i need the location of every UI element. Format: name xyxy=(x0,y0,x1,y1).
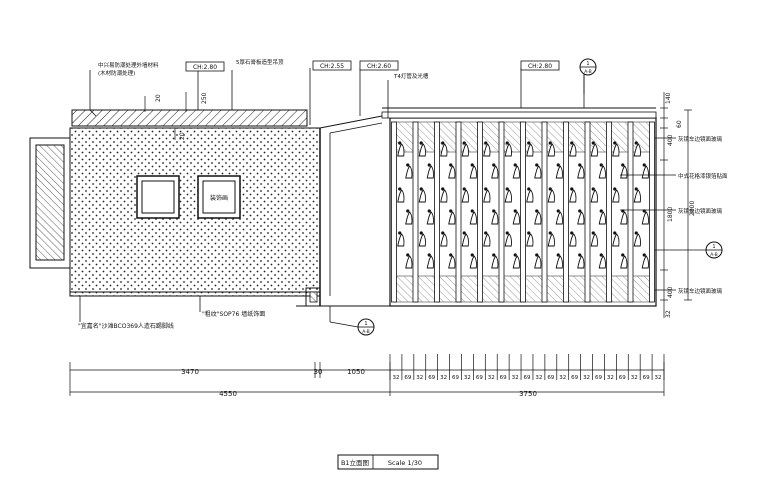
ch-tag-2: CH:2.55 xyxy=(320,63,344,70)
repeat-dim-label: 69 xyxy=(643,375,650,381)
repeat-dim-label: 69 xyxy=(595,375,602,381)
repeat-dim-label: 32 xyxy=(559,375,566,381)
repeat-dim-label: 32 xyxy=(440,375,447,381)
wallpaper-wall xyxy=(69,127,321,297)
callout-right-2: 中式花格漆银箔贴面 xyxy=(678,172,728,180)
dim-1050: 1050 xyxy=(347,368,365,376)
repeat-dim-label: 32 xyxy=(583,375,590,381)
door-frame-left xyxy=(29,137,71,269)
repeat-dimension-ticks xyxy=(389,354,665,380)
repeat-dim-label: 32 xyxy=(655,375,662,381)
callout-right-3: 灰镜车边镜面玻璃 xyxy=(678,207,723,215)
section-marker-bottom: 1 A-B xyxy=(357,318,375,336)
title-block: B1立面图 Scale 1/30 xyxy=(337,454,439,470)
decor-panel-2: 装饰画 xyxy=(197,175,241,219)
repeat-dim-label: 69 xyxy=(404,375,411,381)
lattice-screen xyxy=(381,111,657,307)
repeat-dim-label: 32 xyxy=(416,375,423,381)
svg-text:1: 1 xyxy=(712,244,715,250)
ch-tag-4: CH:2.80 xyxy=(528,63,552,70)
repeat-dim-label: 69 xyxy=(476,375,483,381)
repeat-dim-label: 32 xyxy=(512,375,519,381)
repeat-dim-label: 69 xyxy=(452,375,459,381)
leader-lines xyxy=(79,68,708,328)
callout-top-left-1: 中兴易防潮处理外墙材料 xyxy=(98,61,159,69)
ceiling-band xyxy=(71,109,308,127)
section-marker-right: 1 A-B xyxy=(705,241,723,259)
ch-tags xyxy=(185,60,560,72)
repeat-dim-label: 69 xyxy=(547,375,554,381)
dim-2800: 2800 xyxy=(689,201,696,216)
repeat-dim-label: 69 xyxy=(524,375,531,381)
dim-140: 140 xyxy=(665,92,672,104)
svg-text:1: 1 xyxy=(364,321,367,327)
dim-30: 30 xyxy=(314,368,323,376)
dim-400b: 400 xyxy=(667,286,674,298)
section-marker-top: 1 A-B xyxy=(579,58,597,76)
svg-text:1: 1 xyxy=(586,61,589,67)
dim-1800: 1800 xyxy=(667,207,674,222)
svg-text:A-B: A-B xyxy=(584,69,592,75)
callout-light-slot: T4灯管及光槽 xyxy=(393,72,429,80)
repeat-dim-label: 69 xyxy=(500,375,507,381)
dim-3470: 3470 xyxy=(181,368,199,376)
callout-ceiling: 5厚石膏板造型吊顶 xyxy=(236,58,284,66)
dim-20b: 20 xyxy=(179,132,186,140)
repeat-dim-label: 69 xyxy=(619,375,626,381)
ch-tag-3: CH:2.60 xyxy=(367,63,391,70)
dim-60: 60 xyxy=(676,120,683,128)
repeat-dim-label: 69 xyxy=(428,375,435,381)
ch-tag-1: CH:2.80 xyxy=(193,64,217,71)
dim-4550: 4550 xyxy=(219,390,237,398)
dim-250: 250 xyxy=(201,92,208,104)
drawing-scale: Scale 1/30 xyxy=(388,459,422,467)
svg-text:A-B: A-B xyxy=(362,329,370,335)
repeat-dim-label: 32 xyxy=(488,375,495,381)
repeat-dimension-labels: 32 69 32 69 32 69 32 69 32 69 32 69 32 69 32 69 32 69 32 69… xyxy=(392,375,661,381)
repeat-dim-label: 32 xyxy=(631,375,638,381)
top-dimension-lines xyxy=(144,92,187,140)
callout-right-1: 灰镜车边镜面玻璃 xyxy=(678,135,723,143)
repeat-dim-label: 32 xyxy=(607,375,614,381)
right-dimension-lines xyxy=(660,92,692,318)
callout-top-left-2: (木材防潮处理) xyxy=(98,69,135,77)
repeat-dim-label: 32 xyxy=(464,375,471,381)
decor-panel-label: 装饰画 xyxy=(210,194,228,202)
wall-bottom-label-1: "粗纹"SOP76 墙纸饰面 xyxy=(202,310,265,318)
dim-400a: 400 xyxy=(667,134,674,146)
repeat-dim-label: 32 xyxy=(392,375,399,381)
dim-20a: 20 xyxy=(155,94,162,102)
decor-panel-1 xyxy=(136,175,180,219)
repeat-dim-label: 69 xyxy=(571,375,578,381)
drawing-title: B1立面图 xyxy=(341,458,369,467)
callout-right-4: 灰镜车边镜面玻璃 xyxy=(678,287,723,295)
dim-32: 32 xyxy=(665,310,672,318)
svg-text:A-B: A-B xyxy=(710,252,718,258)
dim-3750: 3750 xyxy=(519,390,537,398)
repeat-dim-label: 32 xyxy=(535,375,542,381)
wall-bottom-label-2: "宜嘉名"沙滩BCO369人造石踢脚线 xyxy=(78,322,174,330)
